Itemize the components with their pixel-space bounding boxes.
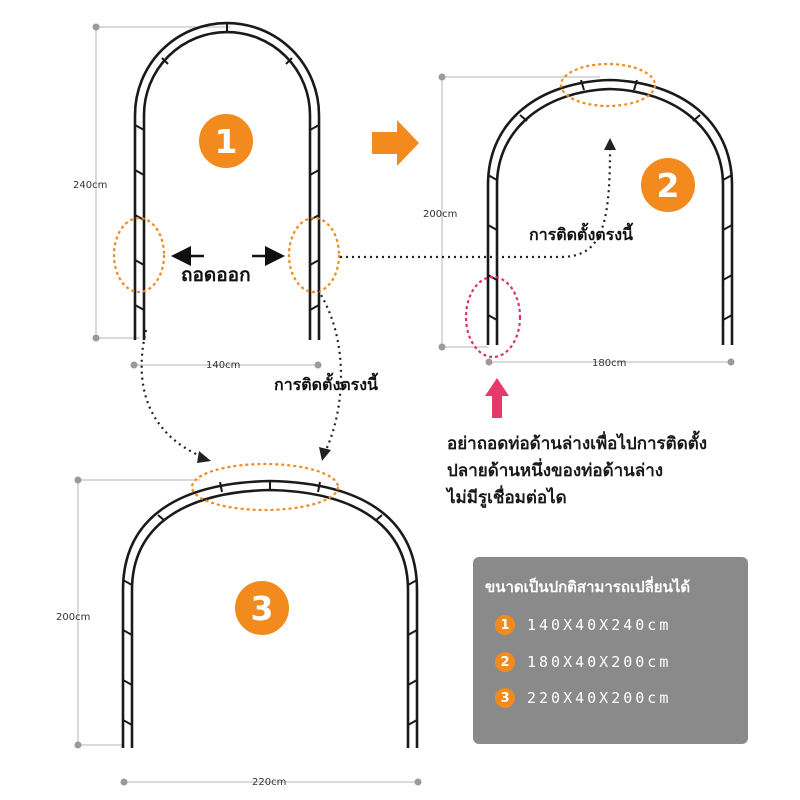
- connector-line: [340, 149, 612, 259]
- size-options-title: ขนาดเป็นปกติสามารถเปลี่ยนได้: [485, 578, 691, 596]
- arch-2-bottom-tube-highlight: [464, 275, 522, 359]
- next-step-arrow-icon: [372, 120, 419, 166]
- arch-1-width-label: 140cm: [206, 360, 240, 371]
- size-option-text: 180X40X200cm: [527, 653, 672, 671]
- size-option-badge: 2: [495, 652, 515, 672]
- arch-1-dimensions: [95, 26, 318, 366]
- dim-dot: [727, 358, 735, 366]
- arch-2-height-label: 200cm: [423, 209, 457, 220]
- dim-dot: [414, 778, 422, 786]
- arch-2-width-label: 180cm: [592, 358, 626, 369]
- arch-1-right-joint-highlight: [287, 216, 341, 294]
- connector-line: [140, 329, 206, 460]
- arch-2-badge: [641, 158, 695, 212]
- arch-1-rungs: [134, 22, 320, 311]
- arch-2-badge-number: 2: [657, 166, 680, 205]
- dim-dot: [130, 361, 138, 369]
- warning-line-2: ปลายด้านหนึ่งของท่อด้านล่าง: [447, 458, 663, 481]
- size-option-badge: 1: [495, 615, 515, 635]
- arch-1-install-label: การติดตั้งตรงนี้: [274, 372, 378, 394]
- arch-1-badge: [199, 114, 253, 168]
- dim-dot: [485, 358, 493, 366]
- warning-line-3: ไม่มีรูเชื่อมต่อได: [445, 485, 567, 509]
- arch-1-frame: [133, 21, 321, 340]
- size-options-panel: ขนาดเป็นปกติสามารถเปลี่ยนได้ 1 140X40X24…: [473, 557, 748, 744]
- dim-dot: [74, 476, 82, 484]
- arch-1-left-joint-highlight: [112, 216, 166, 294]
- arch-3-badge-number: 3: [251, 589, 274, 628]
- arch-2-install-label: การติดตั้งตรงนี้: [529, 222, 633, 244]
- size-option-text: 140X40X240cm: [527, 616, 672, 634]
- dim-dot: [92, 23, 100, 31]
- arch-3-rungs: [122, 481, 418, 726]
- arch-2: 2 200cm 180cm การติดตั้งตรงนี้: [423, 62, 735, 369]
- dim-dot: [92, 334, 100, 342]
- arch-3-dimensions: [77, 479, 418, 783]
- warning-arrow-icon: [485, 378, 509, 418]
- arch-3-badge: [235, 581, 289, 635]
- dim-dot: [314, 361, 322, 369]
- warning-line-1: อย่าถอดท่อด้านล่างเพื่อไปการติดตั้ง: [447, 430, 707, 454]
- arch-2-dimensions: [441, 76, 731, 363]
- arch-1-remove-label: ถอดออก: [181, 264, 251, 286]
- arch-1: 1 240cm 140cm ถอดออก การติดตั้งตรงนี้: [73, 21, 378, 394]
- arch-3-width-label: 220cm: [252, 777, 286, 788]
- warning-text: อย่าถอดท่อด้านล่างเพื่อไปการติดตั้ง ปลาย…: [445, 430, 707, 509]
- size-option-row: 3 220X40X200cm: [495, 686, 671, 710]
- size-option-text: 220X40X200cm: [527, 689, 672, 707]
- connector-line: [317, 289, 343, 453]
- size-option-badge: 3: [495, 688, 515, 708]
- arch-2-top-joint-highlight: [559, 62, 657, 108]
- size-option-row: 1 140X40X240cm: [495, 613, 671, 637]
- arch-3-height-label: 200cm: [56, 612, 90, 623]
- connector-arrowhead-icon: [604, 138, 616, 150]
- arch-3-top-joint-highlight: [190, 462, 340, 512]
- dim-dot: [438, 73, 446, 81]
- arch-2-rungs: [487, 79, 733, 321]
- connector-arrowhead-icon: [197, 451, 211, 463]
- arch-1-badge-number: 1: [215, 122, 238, 161]
- connector-arrowhead-icon: [319, 447, 331, 461]
- arch-3: 3 200cm 220cm: [56, 462, 422, 788]
- size-option-row: 2 180X40X200cm: [495, 650, 671, 674]
- arch-1-height-label: 240cm: [73, 180, 107, 191]
- arch-2-frame: [486, 78, 734, 345]
- dim-dot: [74, 741, 82, 749]
- dim-dot: [438, 343, 446, 351]
- dim-dot: [120, 778, 128, 786]
